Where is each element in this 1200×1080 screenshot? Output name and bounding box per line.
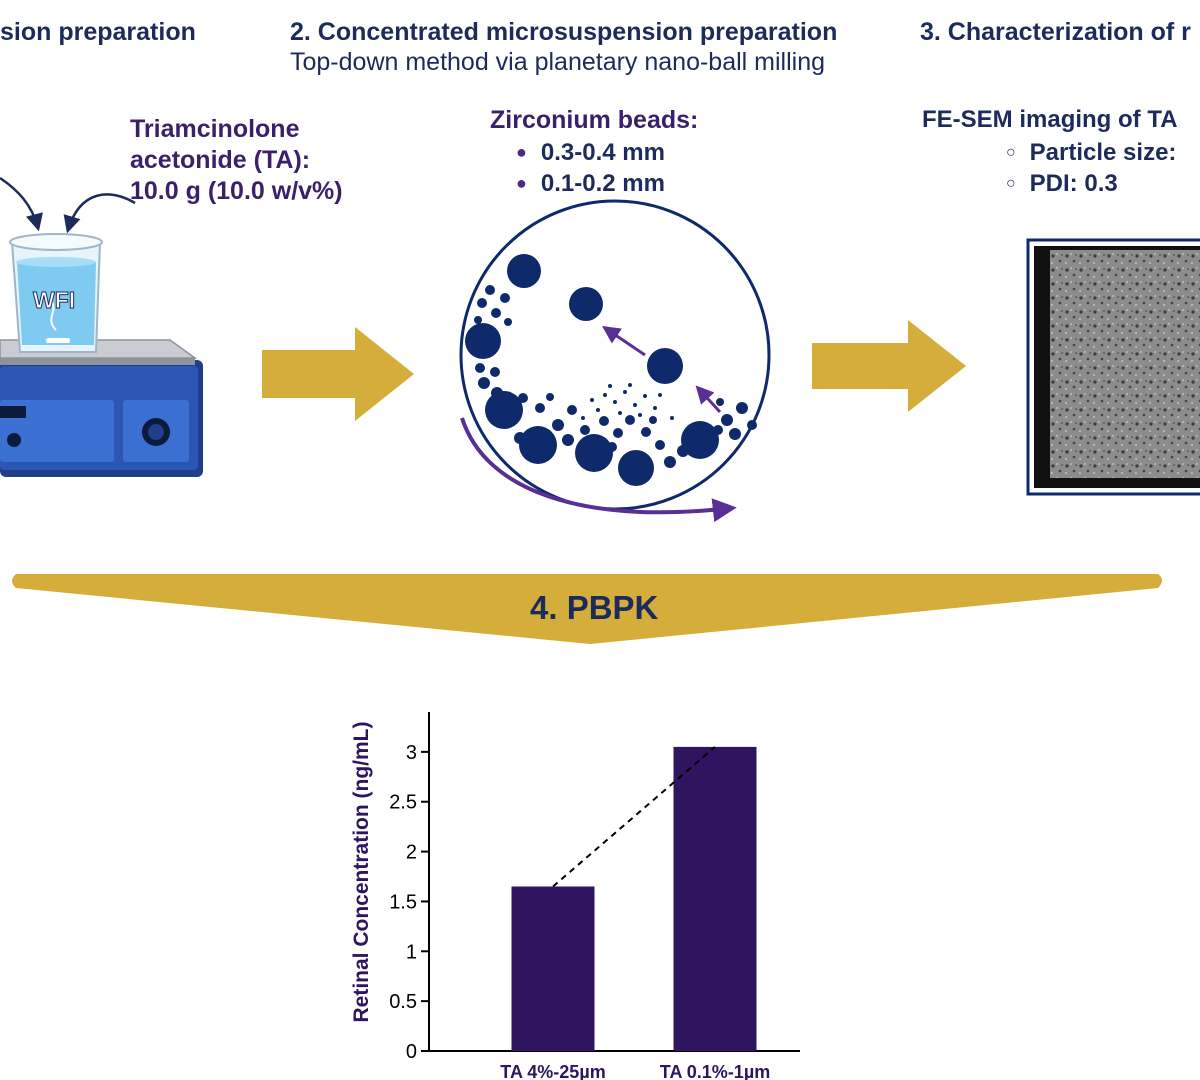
pbpk-label: 4. PBPK	[530, 589, 659, 626]
dashed-connector	[552, 746, 716, 888]
characterization-text: PDI: 0.3	[1029, 170, 1118, 197]
characterization-item: ○ Particle size:	[1006, 139, 1176, 167]
y-tick-label: 0.5	[389, 991, 417, 1013]
y-tick-label: 0	[406, 1041, 417, 1063]
bead-size-item: ● 0.1-0.2 mm	[516, 170, 665, 198]
hollow-bullet-icon: ○	[1006, 175, 1016, 192]
process-arrow-1	[262, 327, 414, 421]
bullet-icon: ●	[516, 173, 527, 193]
drug-label-line2: acetonide (TA):	[130, 146, 311, 174]
step3-title: 3. Characterization of r	[920, 18, 1191, 46]
characterization-item: ○ PDI: 0.3	[1006, 170, 1118, 198]
x-tick-label: TA 0.1%-1µm	[660, 1062, 770, 1080]
beads-heading: Zirconium beads:	[490, 106, 699, 134]
process-arrow-2	[812, 320, 966, 412]
x-tick-label: TA 4%-25µm	[500, 1062, 605, 1080]
sem-image	[1026, 238, 1200, 496]
step2-title: 2. Concentrated microsuspension preparat…	[290, 18, 838, 46]
y-axis-label: Retinal Concentration (ng/mL)	[350, 722, 373, 1023]
step1-title: sion preparation	[0, 18, 196, 46]
drug-label-line3: 10.0 g (10.0 w/v%)	[130, 177, 343, 205]
y-tick-label: 2.5	[389, 792, 417, 814]
ball-mill-chamber	[459, 199, 771, 511]
bullet-icon: ●	[516, 142, 527, 162]
bead-motion-arrows	[460, 325, 737, 523]
pbpk-banner	[12, 574, 1162, 644]
characterization-text: Particle size:	[1029, 139, 1177, 166]
y-tick-label: 1	[406, 941, 417, 963]
y-tick-label: 3	[406, 742, 417, 764]
step2-subtitle: Top-down method via planetary nano-ball …	[290, 48, 826, 76]
characterization-heading: FE-SEM imaging of TA	[922, 106, 1178, 133]
hot-plate-stirrer	[0, 339, 203, 477]
chart-bar	[673, 746, 757, 1051]
y-tick-label: 1.5	[389, 891, 417, 913]
chart-bar	[511, 886, 595, 1051]
drug-label-line1: Triamcinolone	[130, 115, 300, 143]
milling-beads	[465, 254, 757, 486]
bead-size-text: 0.1-0.2 mm	[540, 170, 665, 197]
bead-size-text: 0.3-0.4 mm	[540, 139, 665, 166]
beaker-label: WFI	[32, 287, 76, 314]
bar-chart: 0 0.5 1 1.5 2 2.5 3 TA 4%-25µm TA 0.1%-1µm Reti…	[350, 712, 800, 1080]
pour-arrows	[0, 176, 136, 234]
bead-size-item: ● 0.3-0.4 mm	[516, 139, 665, 167]
hollow-bullet-icon: ○	[1006, 144, 1016, 161]
beaker	[9, 233, 103, 353]
y-tick-label: 2	[406, 842, 417, 864]
